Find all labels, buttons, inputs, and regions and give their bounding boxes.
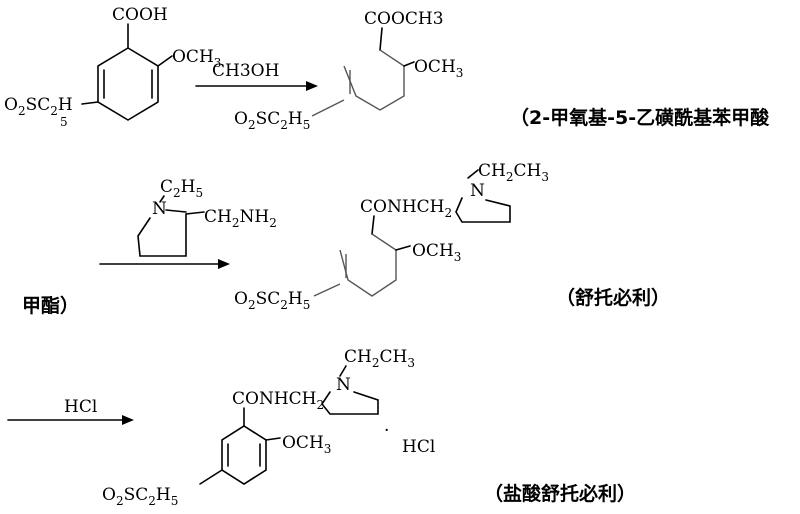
reagent-hcl: HCl — [64, 397, 97, 417]
arrow-3-head — [122, 415, 134, 425]
arrow-2-head — [218, 259, 230, 269]
ester-ethylsulfonyl-group: O2SC2H5 — [234, 109, 310, 132]
sultopride-hcl-ethylsulfonyl-group: O2SC2H5 — [102, 485, 178, 508]
bond-och3 — [395, 245, 411, 251]
bond-n-ring — [165, 209, 187, 213]
reaction-arrow-3: HCl — [7, 397, 134, 425]
sultopride-hcl-ethyl: CH2CH3 — [344, 347, 415, 370]
sultopride-n-atom: N — [470, 181, 485, 201]
reagent-pyrrolidine-ring — [137, 213, 187, 257]
sultopride-ethylsulfonyl-group: O2SC2H5 — [234, 289, 310, 312]
bond-sulfonyl — [199, 469, 223, 485]
bond-cooch3 — [379, 27, 383, 51]
sultopride-hcl-name: （盐酸舒托必利） — [484, 482, 636, 505]
molecule-ester: COOCH3 OCH3 O2SC2H5 — [234, 9, 463, 132]
sultopride-pyrrolidine-ring — [455, 197, 511, 223]
bond-ethyl — [339, 365, 347, 377]
salt-hcl: HCl — [402, 437, 435, 457]
bond-amide — [371, 215, 375, 235]
reaction-arrow-1: CH3OH — [195, 61, 318, 91]
arrow-1-head — [306, 81, 318, 91]
bond-sulfonyl — [313, 283, 341, 297]
ester-cooch3-group: COOCH3 — [364, 9, 444, 29]
bond-sulfonyl — [81, 101, 99, 105]
bond-och3 — [403, 61, 415, 67]
molecule-sultopride-hcl: CH2CH3 N CONHCH2 OCH3 O2SC2H5 · HCl — [102, 347, 435, 508]
bond-sulfonyl — [311, 99, 345, 117]
sultopride-hcl-n-atom: N — [336, 375, 351, 395]
ester-name-line-1: （2-甲氧基-5-乙磺酰基苯甲酸 — [510, 106, 770, 129]
sultopride-benzene-ring — [339, 233, 397, 297]
acid-h5-subscript: 5 — [60, 115, 68, 129]
bond-aminomethyl — [185, 211, 205, 215]
bond-och3 — [265, 437, 281, 441]
reagent-aminomethyl: CH2NH2 — [204, 207, 277, 230]
bond-ethyl — [467, 169, 479, 179]
acid-cooh-group: COOH — [112, 5, 168, 25]
bond-n-ethyl — [159, 195, 165, 203]
reagent-n-atom: N — [152, 199, 167, 219]
molecule-acid: COOH OCH3 O2SC2H 5 — [4, 5, 221, 129]
acid-och3-group: OCH3 — [172, 47, 221, 70]
ester-benzene-ring — [343, 49, 405, 111]
molecule-sultopride: CH2CH3 N CONHCH2 OCH3 O2SC2H5 — [234, 161, 549, 312]
salt-dot: · — [384, 421, 389, 441]
sultopride-conhch2: CONHCH2 — [360, 197, 452, 220]
sultopride-hcl-pyrrolidine-ring — [321, 391, 379, 415]
sultopride-hcl-conhch2: CONHCH2 — [232, 389, 324, 412]
ester-name-line-2: 甲酯） — [22, 294, 79, 317]
sultopride-och3-group: OCH3 — [412, 241, 461, 264]
ester-och3-group: OCH3 — [414, 57, 463, 80]
sultopride-ethyl: CH2CH3 — [478, 161, 549, 184]
reagent-methanol: CH3OH — [212, 61, 279, 81]
reagent-n-ethyl: C2H5 — [160, 177, 203, 200]
sultopride-name: （舒托必利） — [556, 286, 670, 309]
bond-och3 — [157, 55, 173, 67]
acid-benzene-ring — [97, 47, 159, 121]
sultopride-hcl-och3-group: OCH3 — [282, 433, 331, 456]
acid-ethylsulfonyl-group: O2SC2H — [4, 95, 73, 118]
reaction-arrow-2: C2H5 N CH2NH2 — [99, 177, 277, 269]
